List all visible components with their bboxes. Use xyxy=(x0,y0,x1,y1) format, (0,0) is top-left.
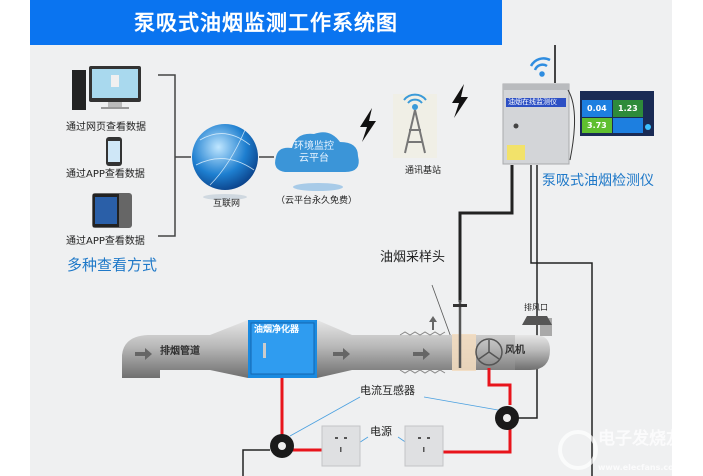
current-transformer-icon xyxy=(270,406,519,458)
view-method-web-label: 通过网页查看数据 xyxy=(66,122,146,133)
cell-tower-icon xyxy=(393,93,437,158)
internet-label: 互联网 xyxy=(213,199,241,209)
diagram-title: 泵吸式油烟监测工作系统图 xyxy=(30,0,502,45)
current-transformer-label: 电流互感器 xyxy=(360,384,415,397)
screen-value: 0.04 xyxy=(587,104,607,113)
desktop-computer-icon xyxy=(72,66,141,110)
cloud-label: 环境监控云平台 xyxy=(294,141,334,164)
monitor-device-box xyxy=(502,83,576,165)
pipe-label: 排烟管道 xyxy=(160,346,200,357)
purifier-box xyxy=(248,320,317,378)
view-method-app-label: 通过APP查看数据 xyxy=(66,169,145,180)
watermark-name: 电子发烧友 xyxy=(598,429,683,449)
tablet-icon xyxy=(92,193,132,228)
flow-arrow-icons xyxy=(135,316,437,360)
device-panel-label: 油烟在线监测仪 xyxy=(508,98,557,106)
base-station-label: 通讯基站 xyxy=(405,166,442,176)
view-method-app-label: 通过APP查看数据 xyxy=(66,236,145,247)
cloud-free-note: （云平台永久免费） xyxy=(276,196,358,206)
lightning-icon xyxy=(360,108,376,142)
leader-lines xyxy=(289,396,499,453)
fan-label: 风机 xyxy=(505,345,525,356)
cloud-platform-icon xyxy=(275,132,359,191)
monitor-screen xyxy=(580,91,654,136)
screen-value: 3.73 xyxy=(587,121,607,130)
sampling-head-label: 油烟采样头 xyxy=(380,250,446,265)
power-wires xyxy=(280,368,512,454)
outlet-label: 排风口 xyxy=(524,303,548,312)
exhaust-duct xyxy=(122,316,552,378)
purifier-label: 油烟净化器 xyxy=(254,325,300,335)
lightning-icon xyxy=(452,84,468,118)
sampling-probe xyxy=(453,300,467,368)
bracket-connector xyxy=(158,74,274,237)
screen-value: 1.23 xyxy=(618,104,638,113)
watermark-logo xyxy=(558,430,598,470)
device-name-label: 泵吸式油烟检测仪 xyxy=(542,173,654,189)
phone-icon xyxy=(106,137,122,166)
power-socket-icon xyxy=(321,425,444,467)
wifi-icon xyxy=(529,57,551,77)
fan-icon xyxy=(475,338,503,366)
power-label: 电源 xyxy=(370,425,392,438)
watermark-url: www.elecfans.com xyxy=(598,463,682,472)
view-methods-heading: 多种查看方式 xyxy=(67,256,158,274)
internet-globe-icon xyxy=(192,124,258,200)
signal-cables xyxy=(242,165,593,476)
